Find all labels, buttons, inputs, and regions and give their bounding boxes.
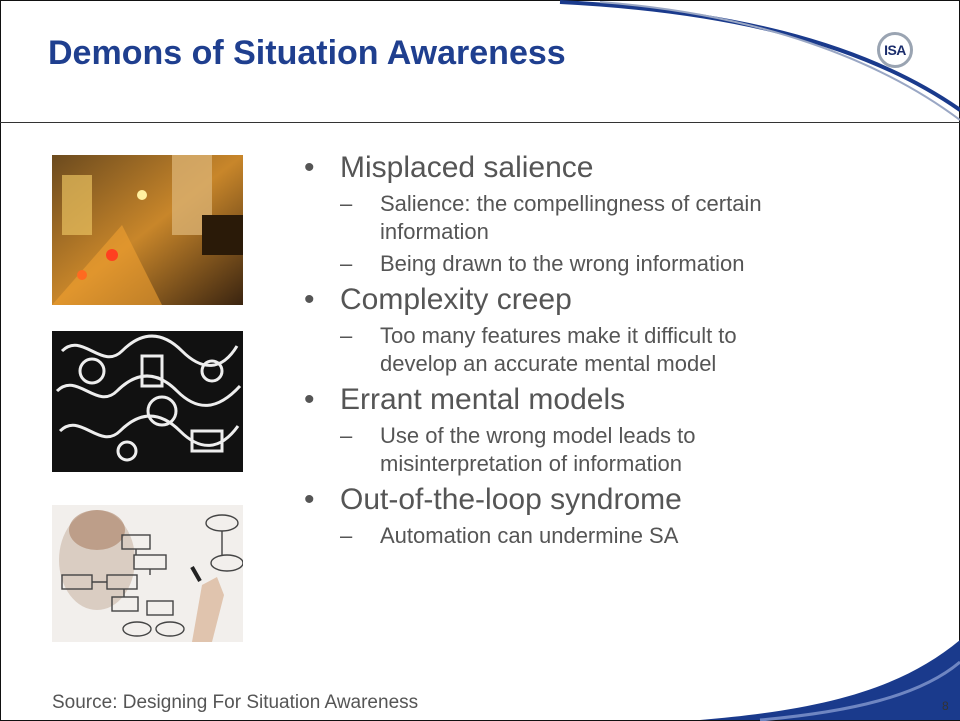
sub-bullet-item: – Being drawn to the wrong information — [340, 250, 940, 278]
sub-bullet-item: – Salience: the compellingness of certain… — [340, 190, 940, 246]
bullet-text: Errant mental models — [340, 383, 626, 416]
page-number: 8 — [942, 699, 949, 713]
dash-marker: – — [340, 523, 353, 548]
bullet-marker: • — [304, 383, 315, 416]
source-citation: Source: Designing For Situation Awarenes… — [52, 692, 419, 713]
bullet-marker: • — [304, 483, 315, 516]
bullet-item: • Misplaced salience — [300, 150, 940, 186]
sub-bullet-text: Salience: the compellingness of certain … — [380, 191, 762, 244]
sub-bullet-text: Automation can undermine SA — [380, 523, 679, 548]
dash-marker: – — [340, 323, 353, 348]
bullet-text: Complexity creep — [340, 283, 572, 316]
sub-bullet-item: – Use of the wrong model leads to misinte… — [340, 422, 940, 478]
bullet-item: • Errant mental models — [300, 382, 940, 418]
bullet-item: • Out-of-the-loop syndrome — [300, 482, 940, 518]
sub-bullet-item: – Automation can undermine SA — [340, 522, 940, 550]
bullet-list: • Misplaced salience – Salience: the compel… — [300, 150, 940, 554]
bullet-text: Misplaced salience — [340, 151, 594, 184]
sub-bullet-item: – Too many features make it difficult to … — [340, 322, 940, 378]
sub-bullet-text: Too many features make it difficult to d… — [380, 323, 737, 376]
bullet-text: Out-of-the-loop syndrome — [340, 483, 682, 516]
bullet-marker: • — [304, 151, 315, 184]
dash-marker: – — [340, 423, 353, 448]
isa-logo: ISA — [877, 32, 913, 68]
dash-marker: – — [340, 191, 353, 216]
title-divider — [0, 122, 960, 123]
sub-bullet-text: Being drawn to the wrong information — [380, 251, 745, 276]
city-lights-image — [52, 155, 243, 305]
logo-text: ISA — [884, 42, 906, 58]
bullet-marker: • — [304, 283, 315, 316]
complex-pattern-image — [52, 331, 243, 472]
slide-title: Demons of Situation Awareness — [48, 34, 566, 72]
dash-marker: – — [340, 251, 353, 276]
bullet-item: • Complexity creep — [300, 282, 940, 318]
flowchart-drawing-image — [52, 505, 243, 642]
sub-bullet-text: Use of the wrong model leads to misinter… — [380, 423, 696, 476]
